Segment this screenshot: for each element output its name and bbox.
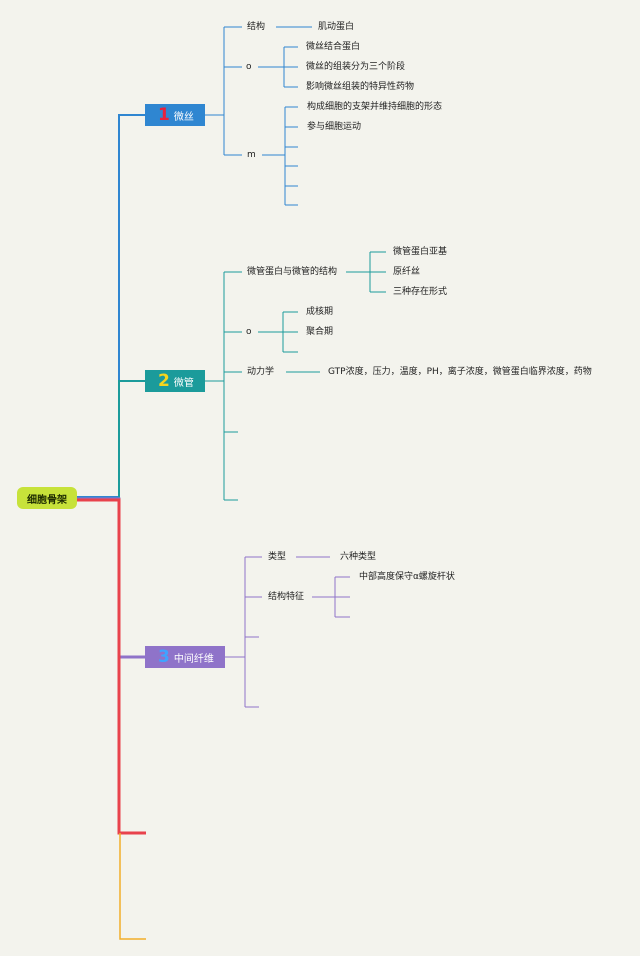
branch-number: 2 [158,371,170,391]
node-leaf[interactable]: 影响微丝组装的特异性药物 [306,82,415,92]
branch-3-intermediate-filament[interactable]: 3 中间纤维 [145,646,225,668]
branch-number: 3 [158,647,170,667]
node-o[interactable]: o [246,327,252,337]
node-tubulin-structure[interactable]: 微管蛋白与微管的结构 [247,267,338,277]
node-leaf[interactable]: 参与细胞运动 [307,122,362,132]
node-m[interactable]: m [247,150,256,160]
node-leaf[interactable]: 微丝的组装分为三个阶段 [306,62,406,72]
node-leaf[interactable]: 成核期 [306,307,334,317]
node-leaf[interactable]: 中部高度保守α螺旋杆状 [359,572,455,582]
node-leaf[interactable]: 聚合期 [306,327,334,337]
branch-label: 中间纤维 [173,653,214,665]
root-node[interactable]: 细胞骨架 [17,487,77,509]
node-leaf[interactable]: 构成细胞的支架并维持细胞的形态 [307,102,443,112]
branch-1-microfilament[interactable]: 1 微丝 [145,104,205,126]
node-o[interactable]: o [246,62,252,72]
node-dynamics[interactable]: 动力学 [247,367,275,377]
branch-number: 1 [158,105,170,125]
node-structural-features[interactable]: 结构特征 [268,592,305,602]
node-six-types[interactable]: 六种类型 [340,552,377,562]
node-leaf[interactable]: 三种存在形式 [393,287,448,297]
node-type[interactable]: 类型 [268,552,287,562]
branch-label: 微丝 [173,111,194,123]
branch-2-microtubule[interactable]: 2 微管 [145,370,205,392]
node-dynamics-factors[interactable]: GTP浓度，压力，温度，PH，离子浓度，微管蛋白临界浓度，药物 [328,367,592,377]
node-structure[interactable]: 结构 [247,22,266,32]
node-leaf[interactable]: 微丝结合蛋白 [306,42,361,52]
node-leaf[interactable]: 微管蛋白亚基 [393,247,448,257]
node-leaf[interactable]: 原纤丝 [393,267,421,277]
node-actin[interactable]: 肌动蛋白 [318,22,355,32]
branch-label: 微管 [173,377,194,389]
